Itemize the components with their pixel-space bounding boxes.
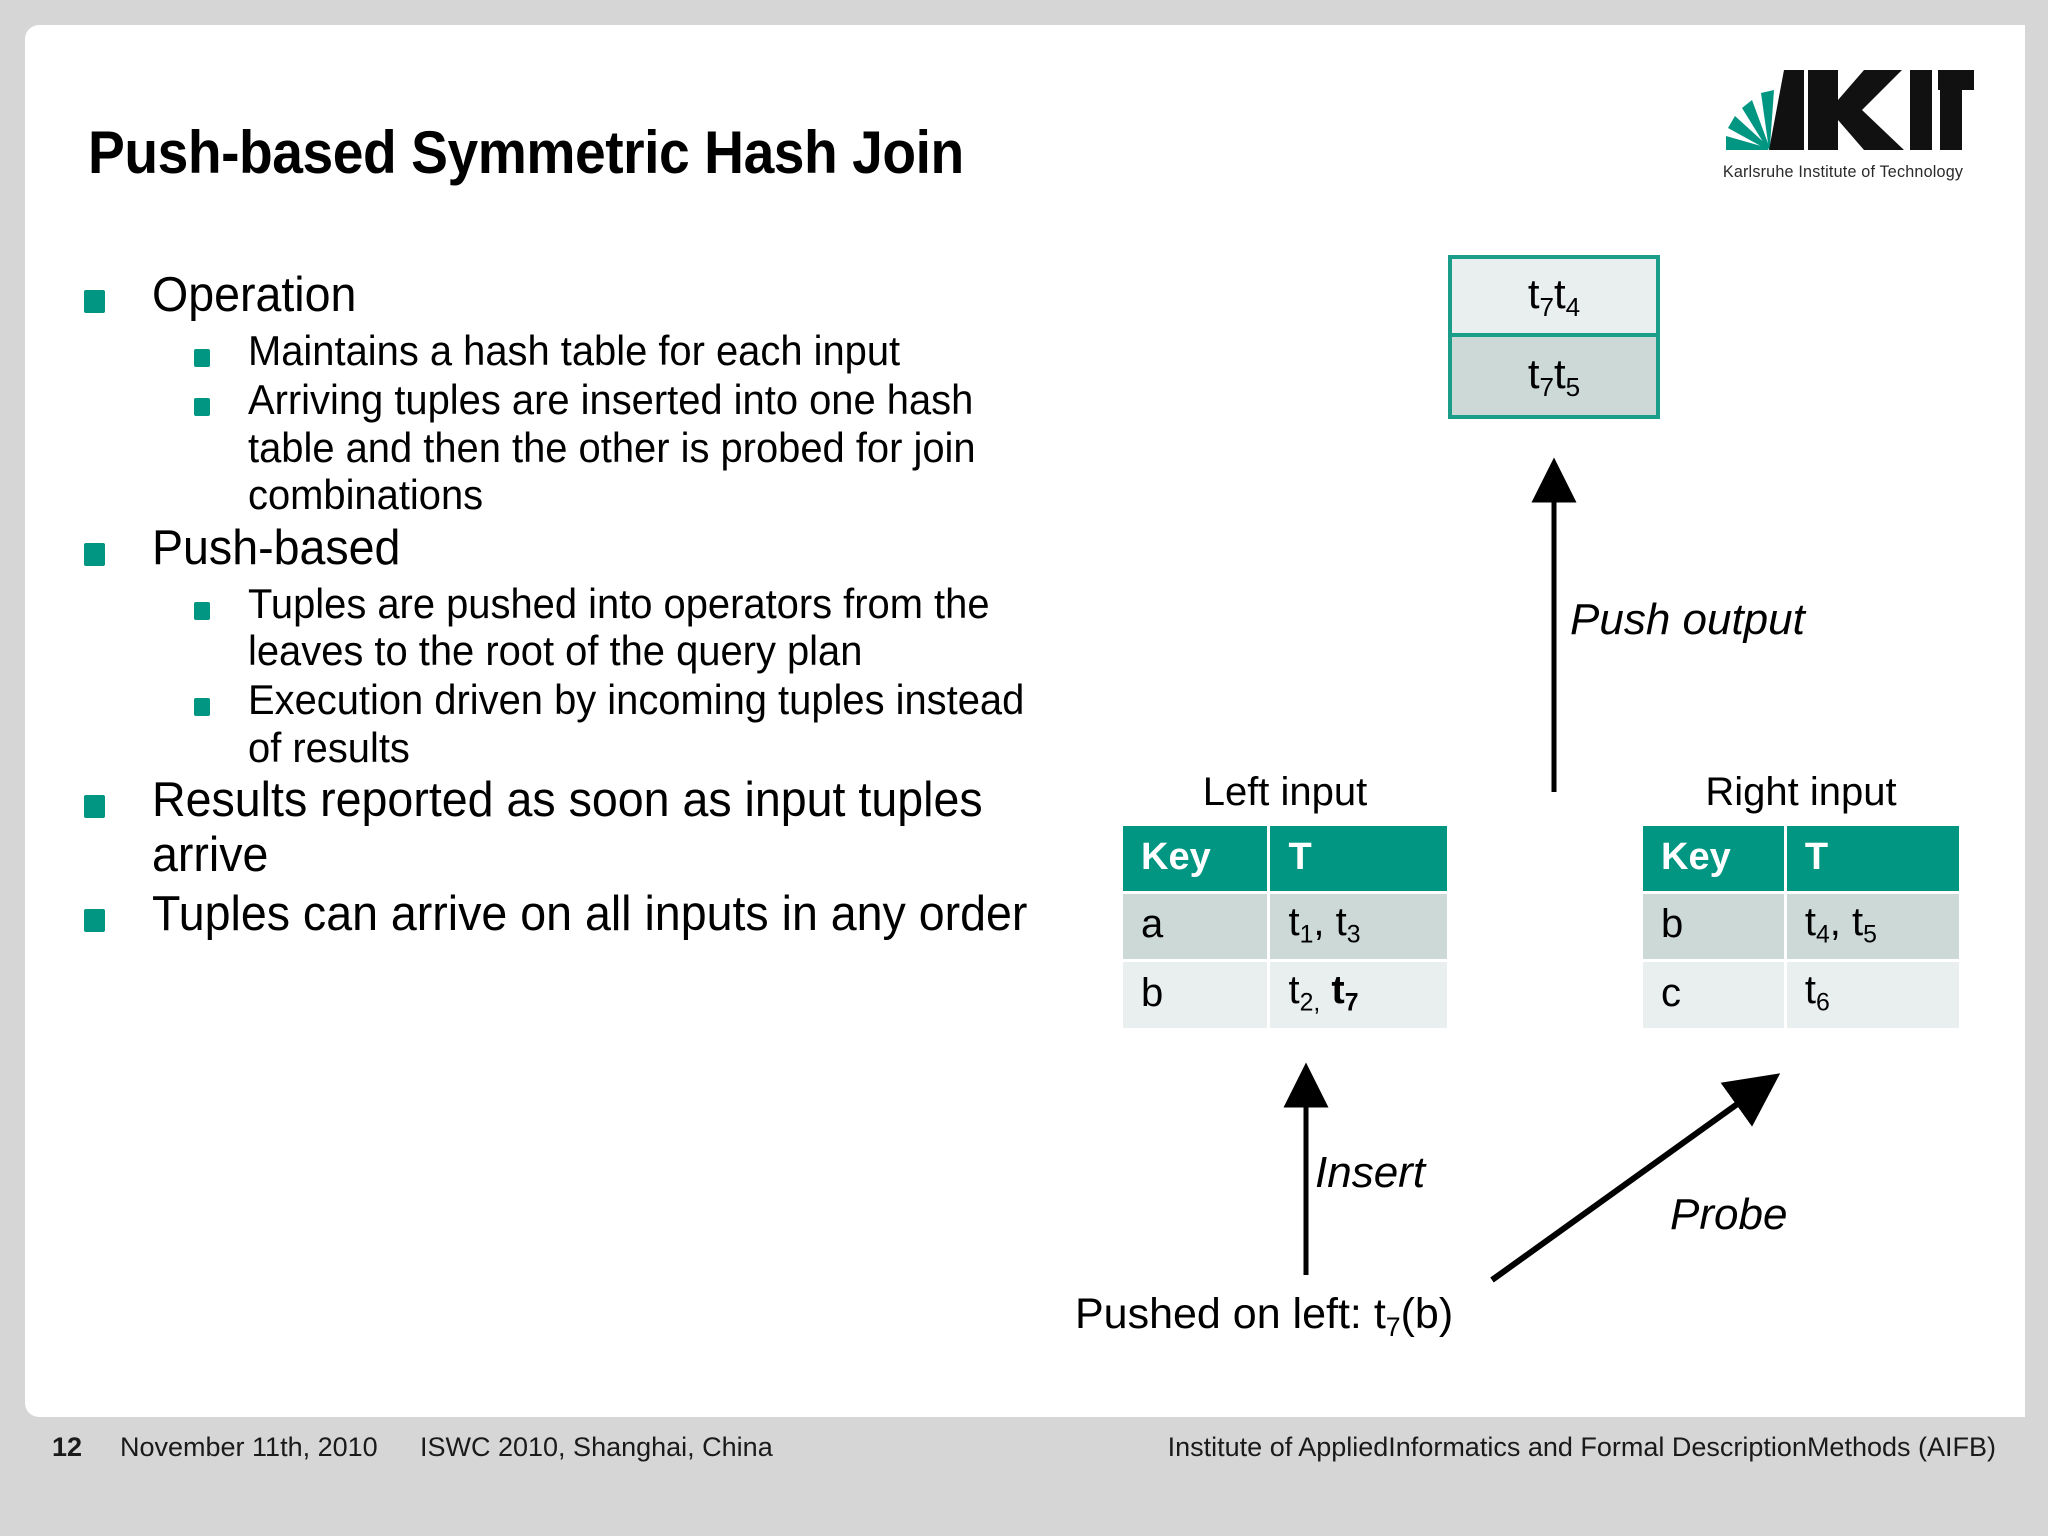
column-header-t: T (1270, 826, 1447, 891)
slide-footer: 12 November 11th, 2010 ISWC 2010, Shangh… (0, 1432, 2048, 1502)
probe-label: Probe (1670, 1190, 1788, 1239)
output-row-2: t7t5 (1452, 337, 1656, 415)
bullet-text: Push-based (152, 520, 401, 575)
kit-logo-subtitle: Karlsruhe Institute of Technology (1722, 162, 1964, 181)
table-header-row: Key T (1123, 826, 1447, 891)
kit-logo-letters (1808, 70, 1974, 150)
bullet-text: Tuples can arrive on all inputs in any o… (152, 887, 1028, 942)
bullet-marker-icon (84, 542, 105, 566)
push-output-label: Push output (1570, 595, 1805, 644)
bullet-text: Execution driven by incoming tuples inst… (248, 676, 1025, 771)
table-header-row: Key T (1643, 826, 1959, 891)
bullet-text: Results reported as soon as input tuples… (152, 773, 983, 883)
cell-key: a (1123, 894, 1268, 960)
slide-content-area (25, 25, 2025, 1417)
kit-logo: Karlsruhe Institute of Technology (1712, 62, 1974, 192)
bullet-marker-icon (194, 601, 210, 620)
bullet-marker-icon (194, 398, 210, 417)
bullet-marker-icon (84, 290, 105, 313)
cell-tuples: t6 (1786, 962, 1959, 1028)
tuple-token: t7 (1331, 968, 1359, 1017)
tuple-token: t1 (1288, 900, 1314, 949)
kit-logo-mark (1726, 70, 1974, 150)
bullet-item: Execution driven by incoming tuples inst… (78, 676, 1088, 771)
cell-key: b (1643, 894, 1784, 960)
tuple-token: t6 (1804, 968, 1830, 1017)
footer-institute: Institute of AppliedInformatics and Form… (1167, 1432, 1996, 1462)
cell-tuples: t4, t5 (1786, 894, 1959, 960)
output-tuple: t7t5 (1527, 349, 1581, 402)
output-tuple: t7t4 (1527, 269, 1581, 322)
left-input-caption: Left input (1202, 770, 1368, 814)
bullet-marker-icon (84, 909, 105, 933)
cell-key: c (1643, 962, 1784, 1028)
output-row-1: t7t4 (1452, 259, 1656, 337)
bullet-text: Tuples are pushed into operators from th… (248, 579, 990, 675)
probe-arrow (1490, 1073, 1781, 1283)
insert-label: Insert (1315, 1148, 1426, 1197)
bullet-item: Maintains a hash table for each input (78, 327, 1088, 374)
pushed-on-left-label: Pushed on left: t7(b) (1075, 1290, 1454, 1342)
table-row: c t6 (1643, 962, 1959, 1028)
bullet-marker-icon (84, 795, 105, 819)
kit-logo-k-wedge (1769, 70, 1804, 150)
bullet-marker-icon (194, 698, 210, 717)
right-input-caption: Right input (1705, 770, 1897, 814)
cell-key: b (1123, 962, 1268, 1028)
tuple-token: t5 (1852, 900, 1877, 949)
bullet-item: Tuples are pushed into operators from th… (78, 580, 1088, 675)
footer-page-number: 12 (52, 1432, 83, 1462)
column-header-key: Key (1123, 826, 1268, 891)
footer-event: ISWC 2010, Shanghai, China (420, 1432, 773, 1462)
bullet-item: Operation (78, 268, 1088, 323)
bullet-text: Operation (152, 268, 357, 322)
column-header-t: T (1786, 826, 1959, 891)
cell-tuples: t1, t3 (1270, 894, 1447, 960)
output-box: t7t4 t7t5 (1448, 255, 1660, 419)
bullet-item: Arriving tuples are inserted into one ha… (78, 376, 1088, 518)
bullet-item: Results reported as soon as input tuples… (78, 773, 1088, 883)
tuple-token: t3 (1335, 900, 1361, 949)
cell-tuples: t2, t7 (1270, 962, 1447, 1028)
tuple-token: t4 (1804, 900, 1830, 949)
bullet-item: Push-based (78, 521, 1088, 576)
footer-date: November 11th, 2010 (120, 1432, 378, 1462)
tuple-token: t2, (1288, 968, 1321, 1017)
column-header-key: Key (1643, 826, 1784, 891)
bullet-text: Arriving tuples are inserted into one ha… (248, 376, 976, 519)
kit-logo-rays (1726, 90, 1774, 150)
bullet-marker-icon (194, 348, 210, 367)
page-title: Push-based Symmetric Hash Join (88, 119, 964, 186)
bullet-text: Maintains a hash table for each input (248, 326, 901, 374)
bullet-item: Tuples can arrive on all inputs in any o… (78, 887, 1088, 942)
